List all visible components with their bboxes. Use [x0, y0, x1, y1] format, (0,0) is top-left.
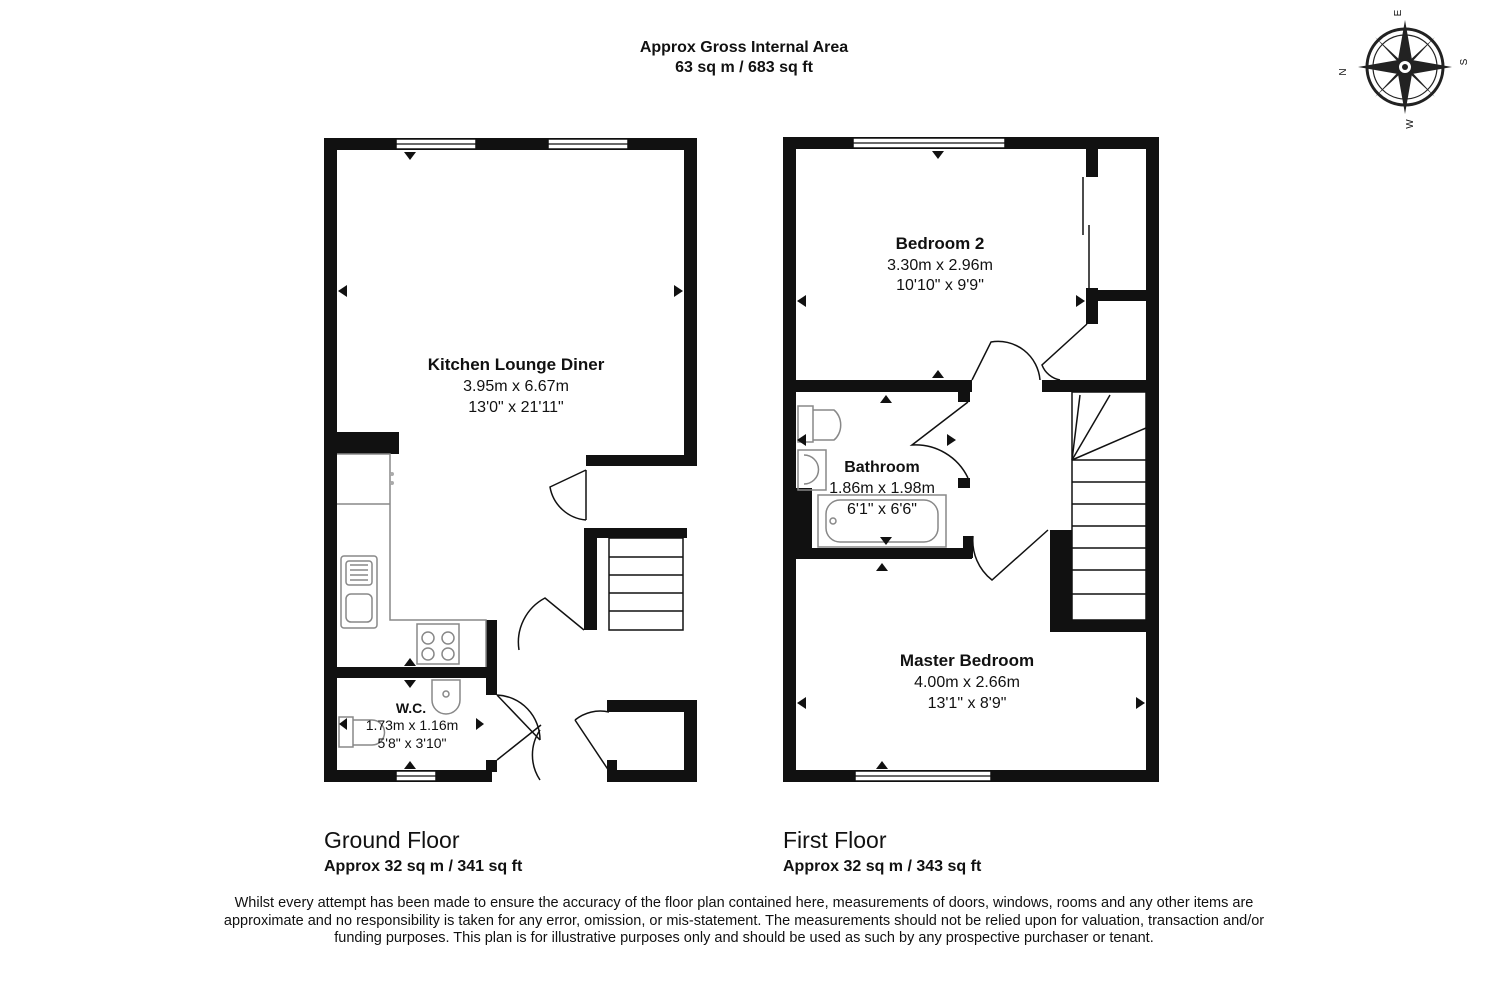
ff-wall-west: [783, 137, 796, 782]
kitchen-name: Kitchen Lounge Diner: [428, 355, 605, 374]
ground-floor-caption: Ground Floor Approx 32 sq m / 341 sq ft: [324, 827, 522, 876]
wc-metric: 1.73m x 1.16m: [366, 717, 459, 733]
ff-wall-bath-master: [796, 548, 972, 559]
first-floor-title: First Floor: [783, 827, 887, 853]
kitchen-metric: 3.95m x 6.67m: [463, 378, 569, 395]
ff-wall-bedroom2-bath: [796, 380, 972, 392]
ff-bathroom-fixtures: [797, 405, 947, 548]
gross-area-label: Approx Gross Internal Area: [639, 39, 849, 56]
gf-wall-stairs: [584, 528, 597, 630]
room-master-bedroom: Master Bedroom 4.00m x 2.66m 13'1" x 8'9…: [900, 651, 1034, 712]
disclaimer-text: Whilst every attempt has been made to en…: [223, 895, 1265, 946]
master-metric: 4.00m x 2.66m: [914, 674, 1020, 691]
bathroom-imperial: 6'1" x 6'6": [847, 501, 917, 518]
gf-hob-icon: [416, 623, 460, 665]
ff-wall-wardrobe: [1086, 149, 1098, 177]
gf-wall-porch: [607, 700, 687, 712]
ff-stairs: [1071, 391, 1147, 621]
wc-name: W.C.: [396, 700, 426, 716]
ff-wardrobe-doors: [1082, 177, 1090, 288]
gross-area-value: 63 sq m / 683 sq ft: [675, 59, 813, 76]
gf-worktop: [337, 453, 487, 667]
gf-wall-cupboard-top: [586, 455, 697, 466]
kitchen-imperial: 13'0" x 21'11": [468, 399, 563, 416]
wc-imperial: 5'8" x 3'10": [378, 735, 447, 751]
bedroom2-metric: 3.30m x 2.96m: [887, 257, 993, 274]
gf-wall-wc-top: [337, 667, 497, 678]
bathroom-name: Bathroom: [844, 459, 920, 476]
gf-wall-north: [324, 138, 697, 150]
gf-dimension-arrows: [338, 152, 683, 769]
room-bathroom: Bathroom 1.86m x 1.98m 6'1" x 6'6": [829, 459, 935, 518]
first-floor-caption: First Floor Approx 32 sq m / 343 sq ft: [783, 827, 981, 876]
gf-wall-kitchen-stub: [337, 432, 399, 454]
gf-sink-icon: [340, 555, 378, 629]
room-kitchen-lounge-diner: Kitchen Lounge Diner 3.95m x 6.67m 13'0"…: [428, 355, 605, 416]
room-wc: W.C. 1.73m x 1.16m 5'8" x 3'10": [366, 700, 459, 751]
gf-wall-east-lower: [684, 700, 697, 782]
bedroom2-imperial: 10'10" x 9'9": [896, 277, 984, 294]
master-name: Master Bedroom: [900, 651, 1034, 670]
gf-wall-wc-side: [486, 620, 497, 695]
ground-floor-area: Approx 32 sq m / 341 sq ft: [324, 858, 523, 875]
bedroom2-name: Bedroom 2: [896, 234, 985, 253]
gf-wall-west: [324, 138, 337, 782]
ground-floor-plan: [324, 138, 697, 782]
gf-wall-south-right: [607, 770, 697, 782]
ff-dimension-arrows: [797, 151, 1145, 769]
gf-appliance-icon: [390, 472, 394, 485]
gf-doors: [496, 469, 610, 781]
room-bedroom-2: Bedroom 2 3.30m x 2.96m 10'10" x 9'9": [887, 234, 993, 294]
master-imperial: 13'1" x 8'9": [928, 695, 1007, 712]
first-floor-plan: [783, 137, 1159, 782]
compass-rose-icon: N E S W: [1338, 9, 1470, 128]
gross-internal-area: Approx Gross Internal Area 63 sq m / 683…: [0, 38, 1488, 78]
gf-wc-fixtures: [338, 679, 461, 748]
bathroom-metric: 1.86m x 1.98m: [829, 480, 935, 497]
gf-stairs: [608, 537, 684, 631]
ground-floor-title: Ground Floor: [324, 827, 460, 853]
compass-west: W: [1405, 119, 1416, 129]
compass-south: S: [1459, 58, 1470, 65]
ff-doors: [909, 323, 1088, 581]
compass-north: N: [1338, 68, 1349, 75]
first-floor-area: Approx 32 sq m / 343 sq ft: [783, 858, 982, 875]
ff-wall-east: [1146, 137, 1159, 782]
gf-wall-east-upper: [684, 138, 697, 463]
ff-wall-stairs: [1050, 530, 1072, 632]
compass-east: E: [1393, 9, 1404, 16]
